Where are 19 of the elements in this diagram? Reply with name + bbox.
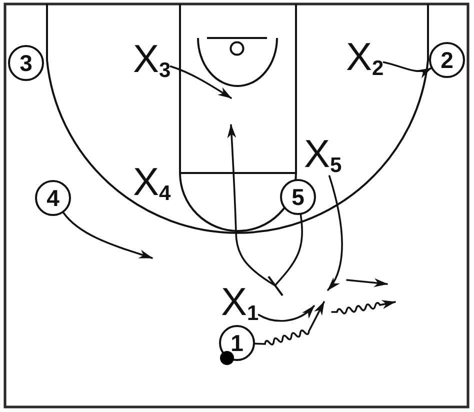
defender-mark: X$_{2}$ [346,38,384,79]
arrow [382,61,432,78]
defender-mark: X$_{3}$ [133,40,171,81]
player-circle: 3 [8,45,44,81]
arrow [327,175,343,291]
arrow [227,124,276,286]
arrow [258,305,315,322]
screen-bar [266,274,284,296]
line [274,214,303,286]
defender-mark: X$_{5}$ [304,135,342,176]
player-circle: 4 [35,180,71,216]
defender-mark: X$_{1}$ [221,283,259,324]
arrow [170,66,232,99]
arrow [62,212,153,259]
player-circle: 5 [280,179,316,215]
player-circle: 1 [219,325,255,361]
player-circle: 2 [429,42,465,78]
defender-mark: X$_{4}$ [133,163,171,204]
wavy-arrow [254,301,325,346]
